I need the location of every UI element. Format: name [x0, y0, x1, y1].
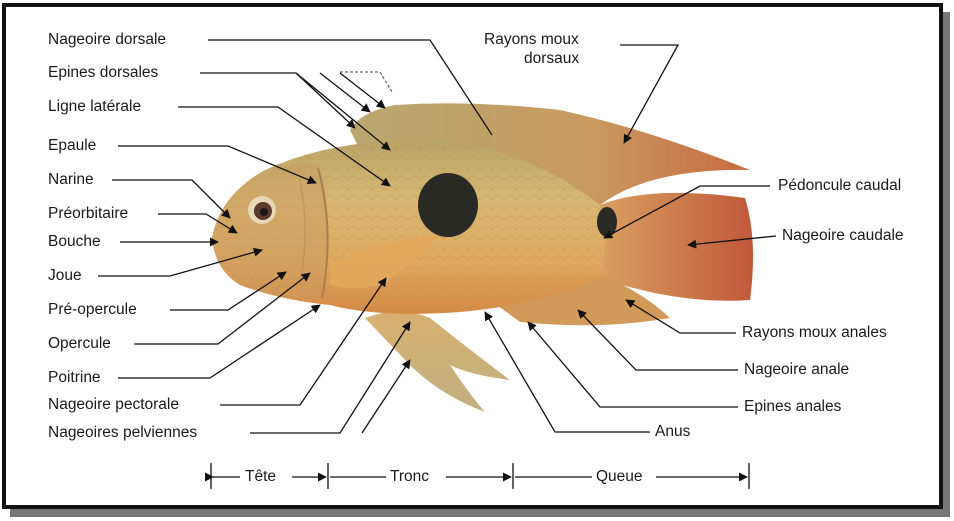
pelvic-fin [365, 312, 510, 413]
label-epines-anales: Epines anales [744, 398, 841, 416]
label-nageoire-anale: Nageoire anale [744, 361, 849, 379]
label-rayons-moux-anales: Rayons moux anales [742, 324, 887, 342]
label-ligne-laterale: Ligne latérale [48, 98, 141, 116]
label-pre-opercule: Pré-opercule [48, 301, 137, 319]
section-label-tronc: Tronc [390, 468, 429, 486]
label-anus: Anus [655, 423, 690, 441]
body-blotch [418, 173, 478, 237]
label-pedoncule-caudal: Pédoncule caudal [778, 177, 901, 195]
label-opercule: Opercule [48, 335, 111, 353]
label-nageoires-pelviennes: Nageoires pelviennes [48, 424, 197, 442]
label-nageoire-caudale: Nageoire caudale [782, 227, 904, 245]
label-rayons-moux-dorsaux-line2: dorsaux [524, 50, 579, 68]
label-narine: Narine [48, 171, 94, 189]
section-label-tete: Tête [245, 468, 276, 486]
label-preorbitaire: Préorbitaire [48, 205, 128, 223]
label-bouche: Bouche [48, 233, 101, 251]
label-epines-dorsales: Epines dorsales [48, 64, 158, 82]
label-rayons-moux-dorsaux-line1: Rayons moux [484, 31, 579, 49]
label-poitrine: Poitrine [48, 369, 101, 387]
label-nageoire-dorsale: Nageoire dorsale [48, 31, 166, 49]
caudal-fin [600, 193, 753, 301]
label-epaule: Epaule [48, 137, 96, 155]
label-nageoire-pectorale: Nageoire pectorale [48, 396, 179, 414]
label-joue: Joue [48, 267, 82, 285]
section-label-queue: Queue [596, 468, 643, 486]
